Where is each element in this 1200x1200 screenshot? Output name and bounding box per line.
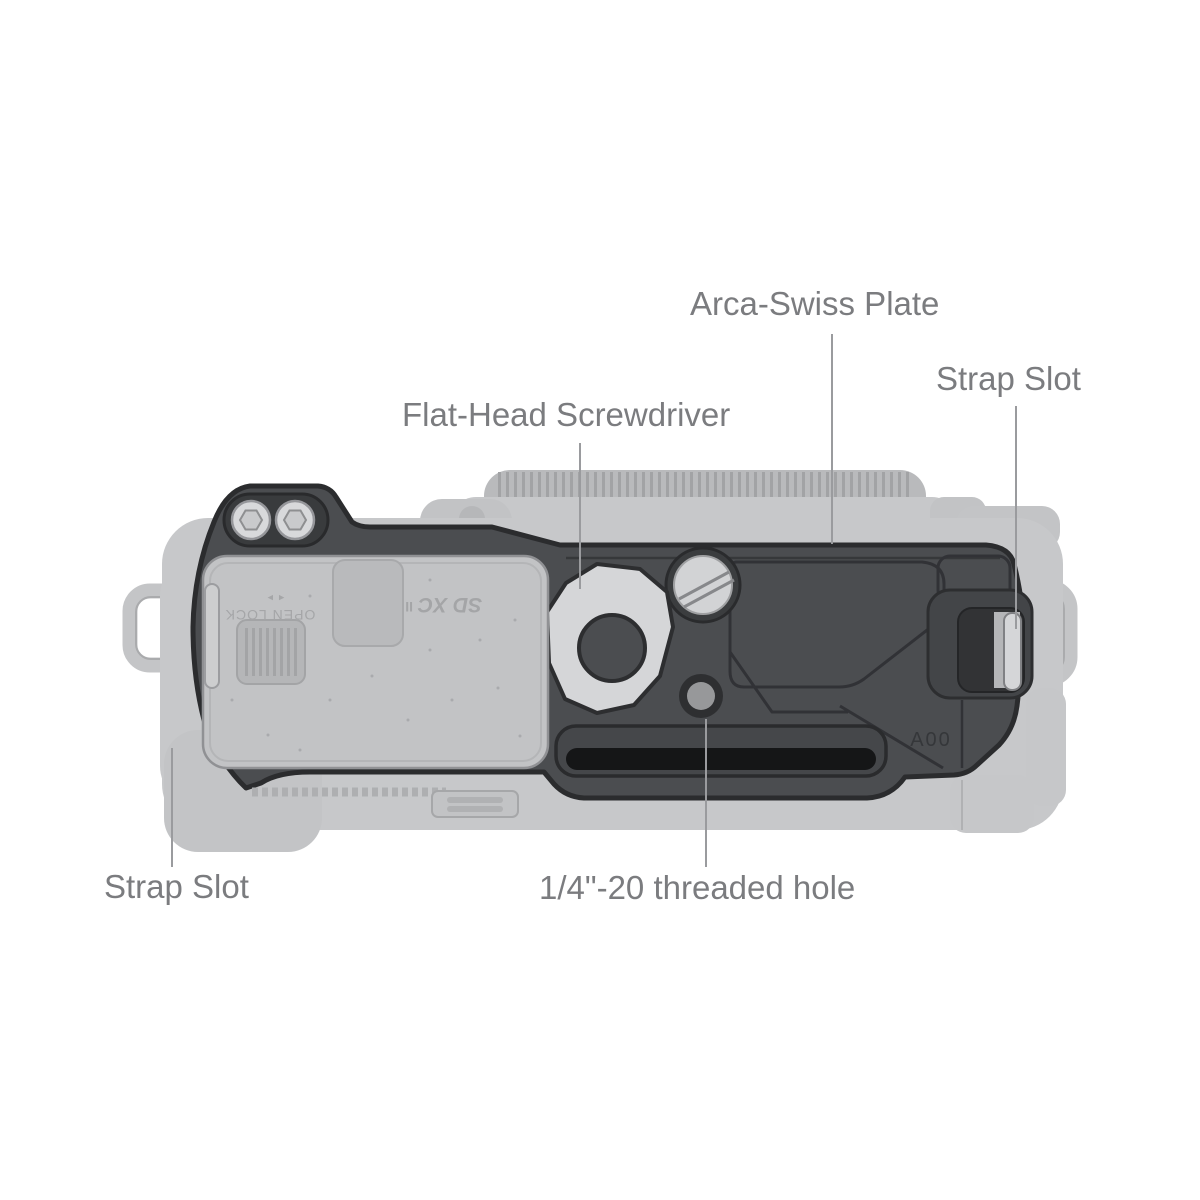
flat-head-screw: [664, 546, 742, 624]
battery-door: OPEN LOCK ◄ ► SD XC II: [201, 554, 550, 770]
arca-bottom-slot-shadow: [566, 748, 876, 770]
body-bottom-right-block: [950, 775, 1034, 833]
hex-socket-right: [282, 509, 308, 531]
svg-text:OPEN LOCK: OPEN LOCK: [225, 607, 316, 623]
callout-threaded-hole: 1/4"-20 threaded hole: [539, 869, 856, 906]
door-open-lock-marking: OPEN LOCK ◄ ►: [225, 593, 316, 623]
threaded-hole-thread: [687, 682, 715, 710]
screw-slot-edge-2: [683, 578, 735, 609]
svg-text:◄ ►: ◄ ►: [266, 593, 286, 603]
svg-text:SD XC: SD XC: [417, 593, 482, 616]
corner-diagonal-line: [839, 704, 944, 770]
camera-bottom-details: [252, 780, 963, 830]
mount-screws: [222, 492, 330, 548]
strap-slot-pin: [1003, 612, 1022, 691]
svg-text:II: II: [405, 599, 413, 615]
door-speckles: [230, 578, 522, 752]
port-door-slot-2: [447, 806, 503, 812]
flat-head-screwdriver-tool: [545, 562, 675, 715]
callout-flat-head-screwdriver: Flat-Head Screwdriver: [402, 396, 731, 433]
quarter-20-threaded-hole: [679, 674, 723, 718]
callout-strap-slot-bottom: Strap Slot: [104, 868, 249, 905]
panel-diagonal-line: [728, 651, 848, 714]
callout-strap-slot-top: Strap Slot: [936, 360, 1081, 397]
leader-lines: [171, 334, 1017, 867]
plate-code-marking: A00: [910, 729, 952, 751]
battery-door-panel: [201, 554, 550, 770]
door-window: [332, 559, 404, 647]
body-right-lower-edge: [1026, 688, 1066, 806]
callout-arca-swiss-plate: Arca-Swiss Plate: [690, 285, 940, 322]
hex-socket-left: [238, 509, 264, 531]
screw-slot-edge-1: [678, 570, 730, 601]
bottom-port-door: [431, 790, 519, 818]
door-hinge-strip: [204, 583, 220, 689]
plate-strap-slot: [926, 588, 1034, 700]
card-logo-marking: SD XC II: [405, 593, 482, 616]
port-door-slot-1: [447, 797, 503, 803]
screwdriver-hole: [577, 613, 647, 683]
